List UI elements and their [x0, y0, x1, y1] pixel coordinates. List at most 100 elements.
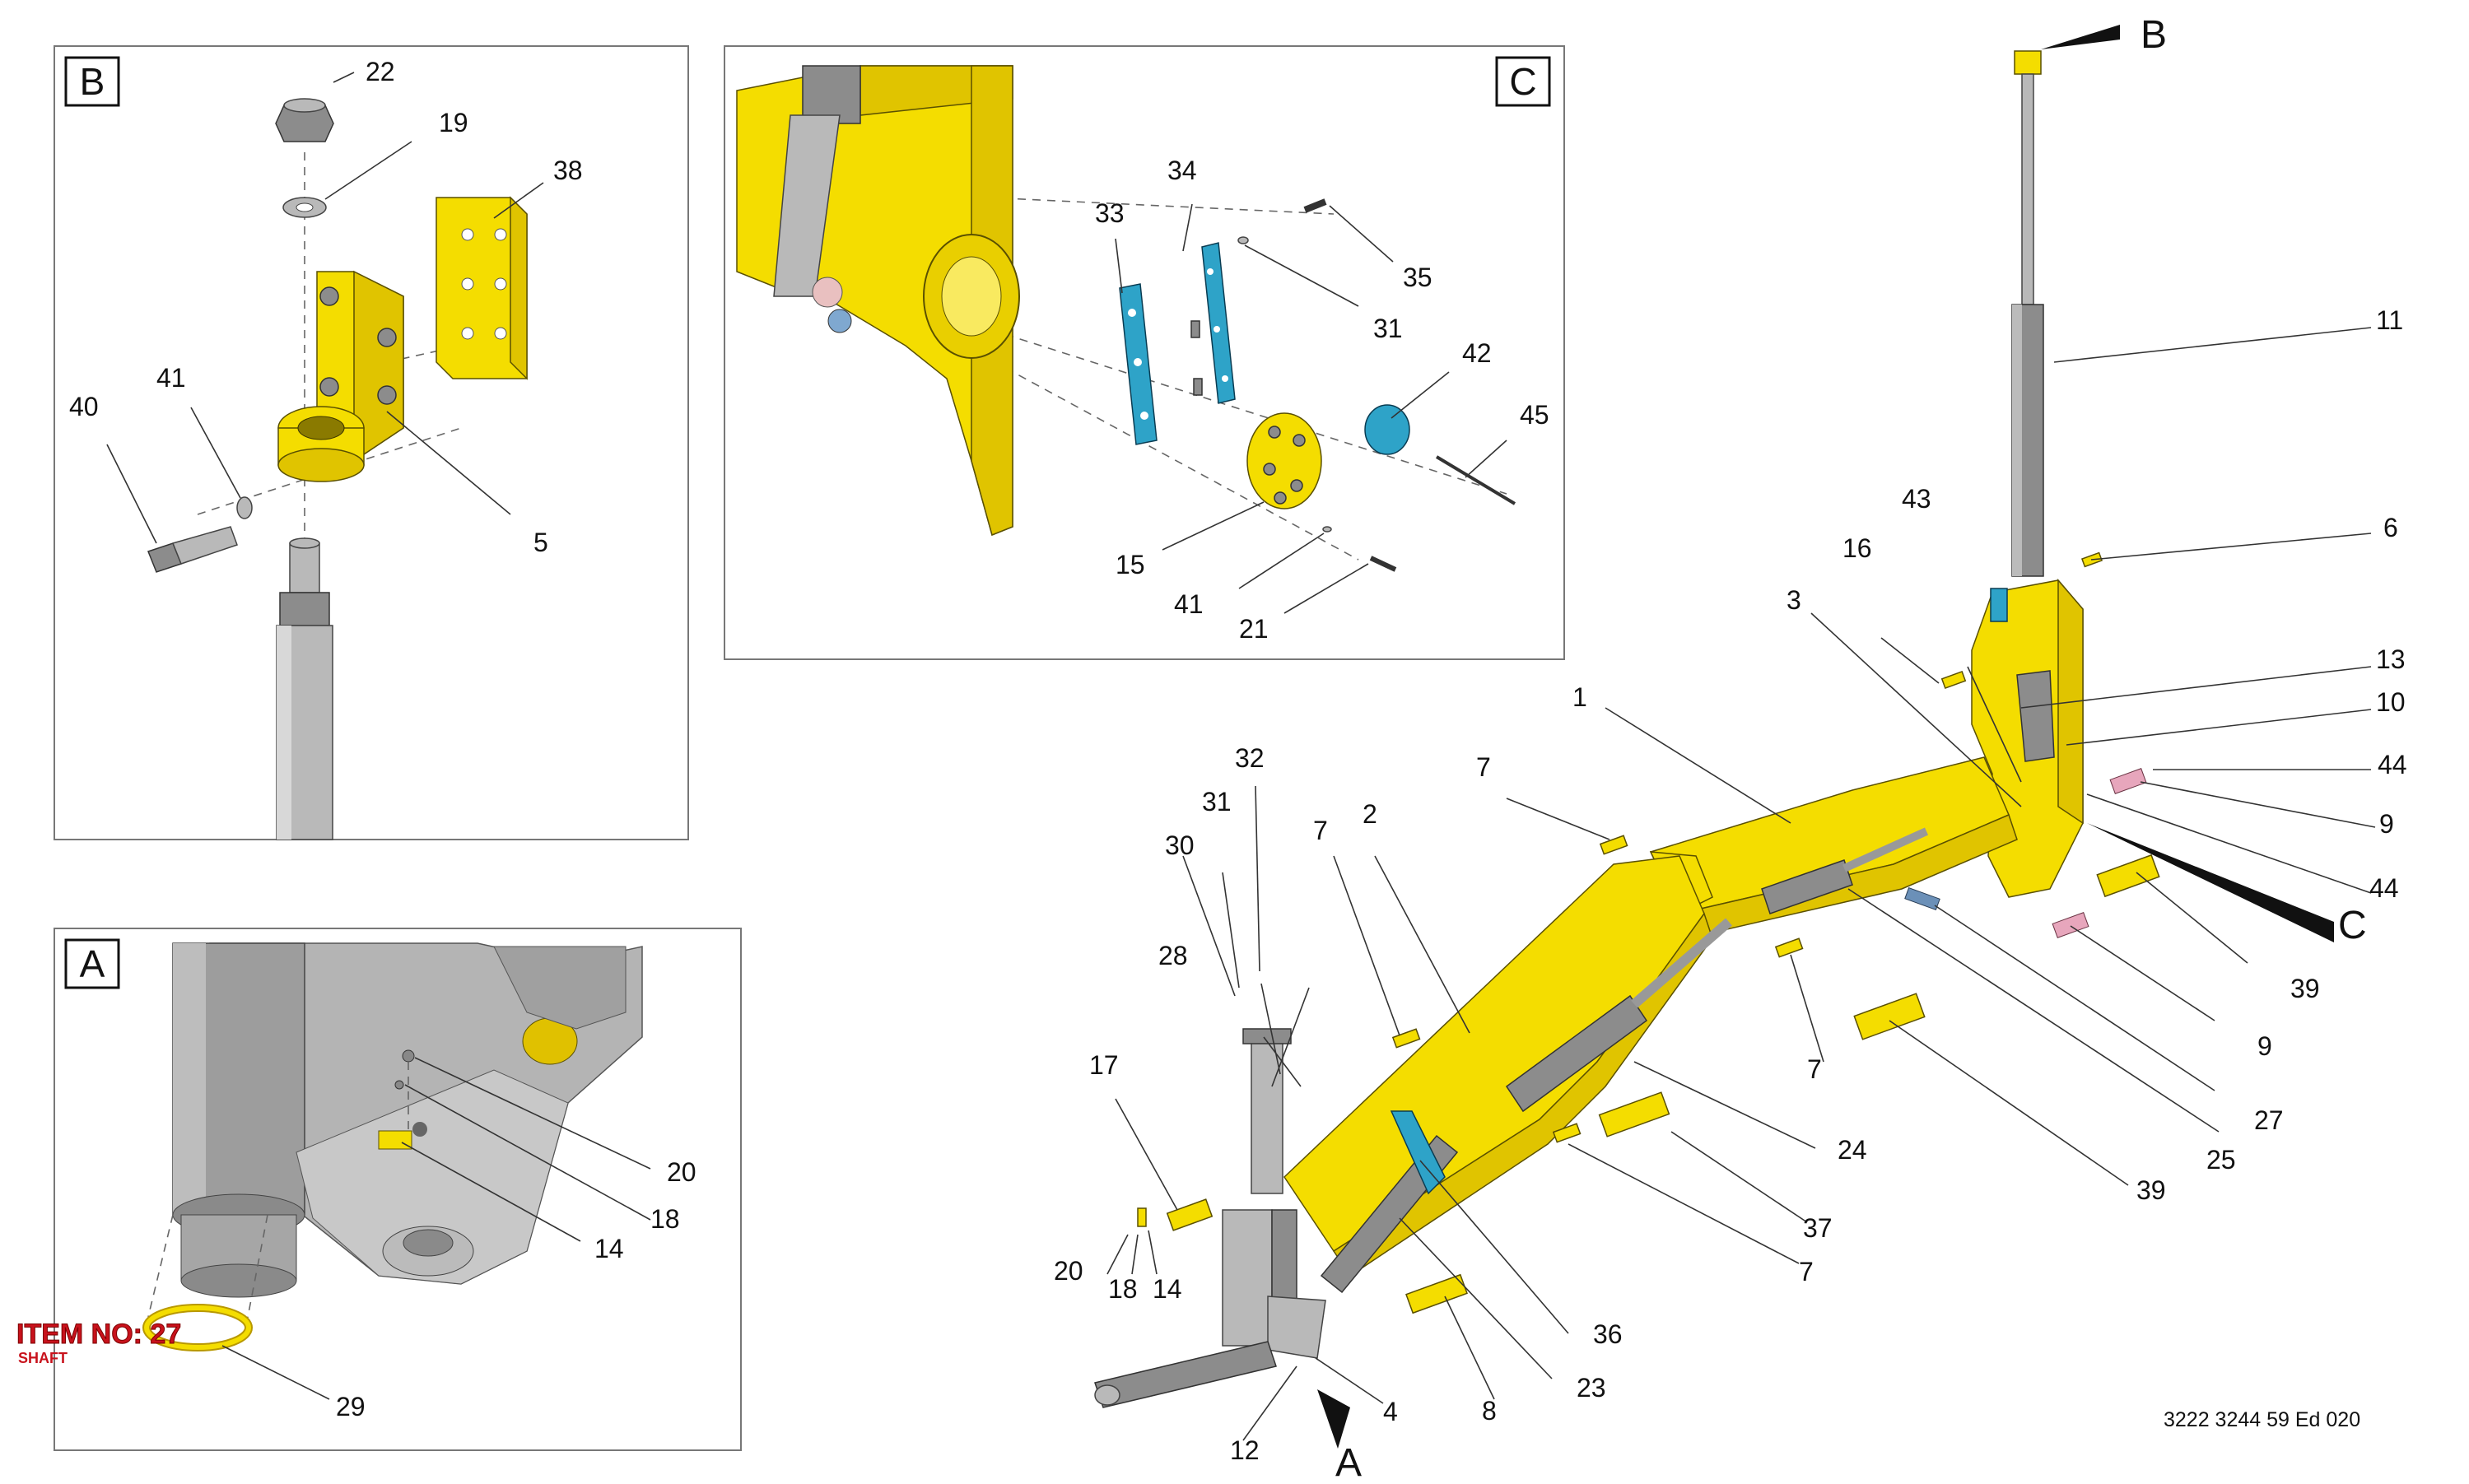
callout-15: 15 [1116, 550, 1145, 579]
plate-part [436, 196, 528, 380]
callout-24: 24 [1838, 1135, 1867, 1165]
item-number-label: ITEM NO: 27 [16, 1319, 181, 1350]
callout-22: 22 [366, 57, 395, 86]
panel-a-letter-box [64, 938, 120, 989]
boom-end-casting [736, 65, 1020, 537]
callout-16: 16 [1842, 533, 1872, 563]
shim-plate-34 [1190, 242, 1236, 404]
callout-2: 2 [1363, 799, 1377, 829]
callout-12: 12 [1230, 1435, 1260, 1465]
callout-4: 4 [1383, 1397, 1398, 1426]
ring-part-29 [142, 1304, 253, 1351]
callout-20: 20 [1054, 1256, 1083, 1286]
callout-44-b: 44 [2369, 873, 2399, 903]
callout-10: 10 [2376, 687, 2406, 717]
callout-37: 37 [1803, 1213, 1833, 1243]
view-marker-a-arrow [1317, 1389, 1350, 1449]
bolt-part-35 [1303, 198, 1327, 213]
panel-a: A [16, 928, 742, 1451]
bracket-part [277, 270, 404, 482]
boom-2 [1283, 855, 1713, 1277]
callout-20-a: 20 [667, 1157, 696, 1187]
callout-14: 14 [1153, 1274, 1182, 1304]
main-assembly: B C A [1054, 13, 2407, 1484]
boom-1 [1649, 756, 2018, 939]
callout-6: 6 [2383, 513, 2398, 542]
view-marker-b: B [2141, 13, 2167, 57]
callout-1: 1 [1572, 682, 1587, 712]
cylinder-25 [1761, 827, 1929, 914]
callout-31: 31 [1202, 787, 1232, 816]
callout-18: 18 [1108, 1274, 1138, 1304]
callout-25: 25 [2206, 1145, 2236, 1175]
panel-a-letter: A [80, 942, 105, 985]
item-name-label: SHAFT [18, 1350, 68, 1366]
cylinder-rod-part [276, 537, 333, 840]
panel-c-letter-box [1495, 56, 1551, 107]
callout-44-a: 44 [2378, 750, 2407, 779]
callout-41: 41 [156, 363, 186, 393]
nut-part [275, 98, 334, 142]
callout-34: 34 [1167, 156, 1197, 185]
callout-32: 32 [1235, 743, 1265, 773]
disc-part-15 [1246, 412, 1322, 509]
callout-3: 3 [1787, 585, 1801, 615]
lift-cylinder-24 [1505, 918, 1732, 1113]
callout-40: 40 [69, 392, 99, 421]
callout-45: 45 [1520, 400, 1549, 430]
pins [1137, 551, 2160, 1314]
callout-8: 8 [1482, 1396, 1497, 1426]
callout-19: 19 [439, 108, 468, 137]
callout-35: 35 [1403, 263, 1432, 292]
callout-33: 33 [1095, 198, 1125, 228]
view-marker-c: C [2338, 904, 2367, 947]
callout-27: 27 [2254, 1105, 2284, 1135]
callout-23: 23 [1577, 1373, 1606, 1403]
callout-29: 29 [336, 1392, 366, 1421]
bolt-part [147, 526, 238, 573]
extension-cylinder-11 [2011, 50, 2044, 577]
callout-28: 28 [1158, 941, 1188, 970]
callout-30: 30 [1165, 830, 1195, 860]
document-number: 3222 3244 59 Ed 020 [2164, 1408, 2360, 1431]
cylinder-12 [1094, 1341, 1277, 1408]
callout-39-b: 39 [2290, 974, 2320, 1003]
small-washer-part [236, 496, 253, 519]
view-marker-b-arrow [2041, 25, 2120, 49]
rod-part-45 [1435, 455, 1516, 505]
callout-42: 42 [1462, 338, 1492, 368]
callout-11: 11 [2376, 305, 2403, 335]
view-marker-a: A [1335, 1441, 1362, 1480]
callout-5: 5 [533, 528, 548, 557]
mast-4 [1222, 1209, 1326, 1359]
callout-9-b: 9 [2257, 1031, 2272, 1061]
view-marker-c-arrow [2087, 823, 2334, 942]
panel-b-letter-box [64, 56, 120, 107]
callout-17: 17 [1089, 1050, 1119, 1080]
callout-7-a: 7 [1476, 752, 1491, 782]
callout-41-c: 41 [1174, 589, 1204, 619]
panel-b: B [54, 45, 689, 840]
callout-43: 43 [1902, 484, 1931, 514]
callout-7-b: 7 [1313, 816, 1328, 845]
callout-14-a: 14 [594, 1234, 624, 1263]
callout-21: 21 [1239, 614, 1269, 644]
callout-13: 13 [2376, 644, 2406, 674]
bolt-part-21 [1369, 556, 1397, 572]
shim-plate-33 [1119, 283, 1158, 445]
callout-39-a: 39 [2136, 1175, 2166, 1205]
washer-part-31 [1237, 236, 1249, 244]
mast-base-structure [172, 942, 643, 1298]
callout-7-c: 7 [1807, 1054, 1822, 1084]
washer-part-41c [1322, 526, 1332, 533]
cover-disc-42 [1364, 404, 1410, 455]
callout-31: 31 [1373, 314, 1403, 343]
callout-9-a: 9 [2379, 809, 2394, 839]
callout-36: 36 [1593, 1319, 1623, 1349]
callout-38: 38 [553, 156, 583, 185]
panel-b-letter: B [80, 60, 105, 103]
callout-7-d: 7 [1799, 1257, 1814, 1286]
callout-18-a: 18 [650, 1204, 680, 1234]
